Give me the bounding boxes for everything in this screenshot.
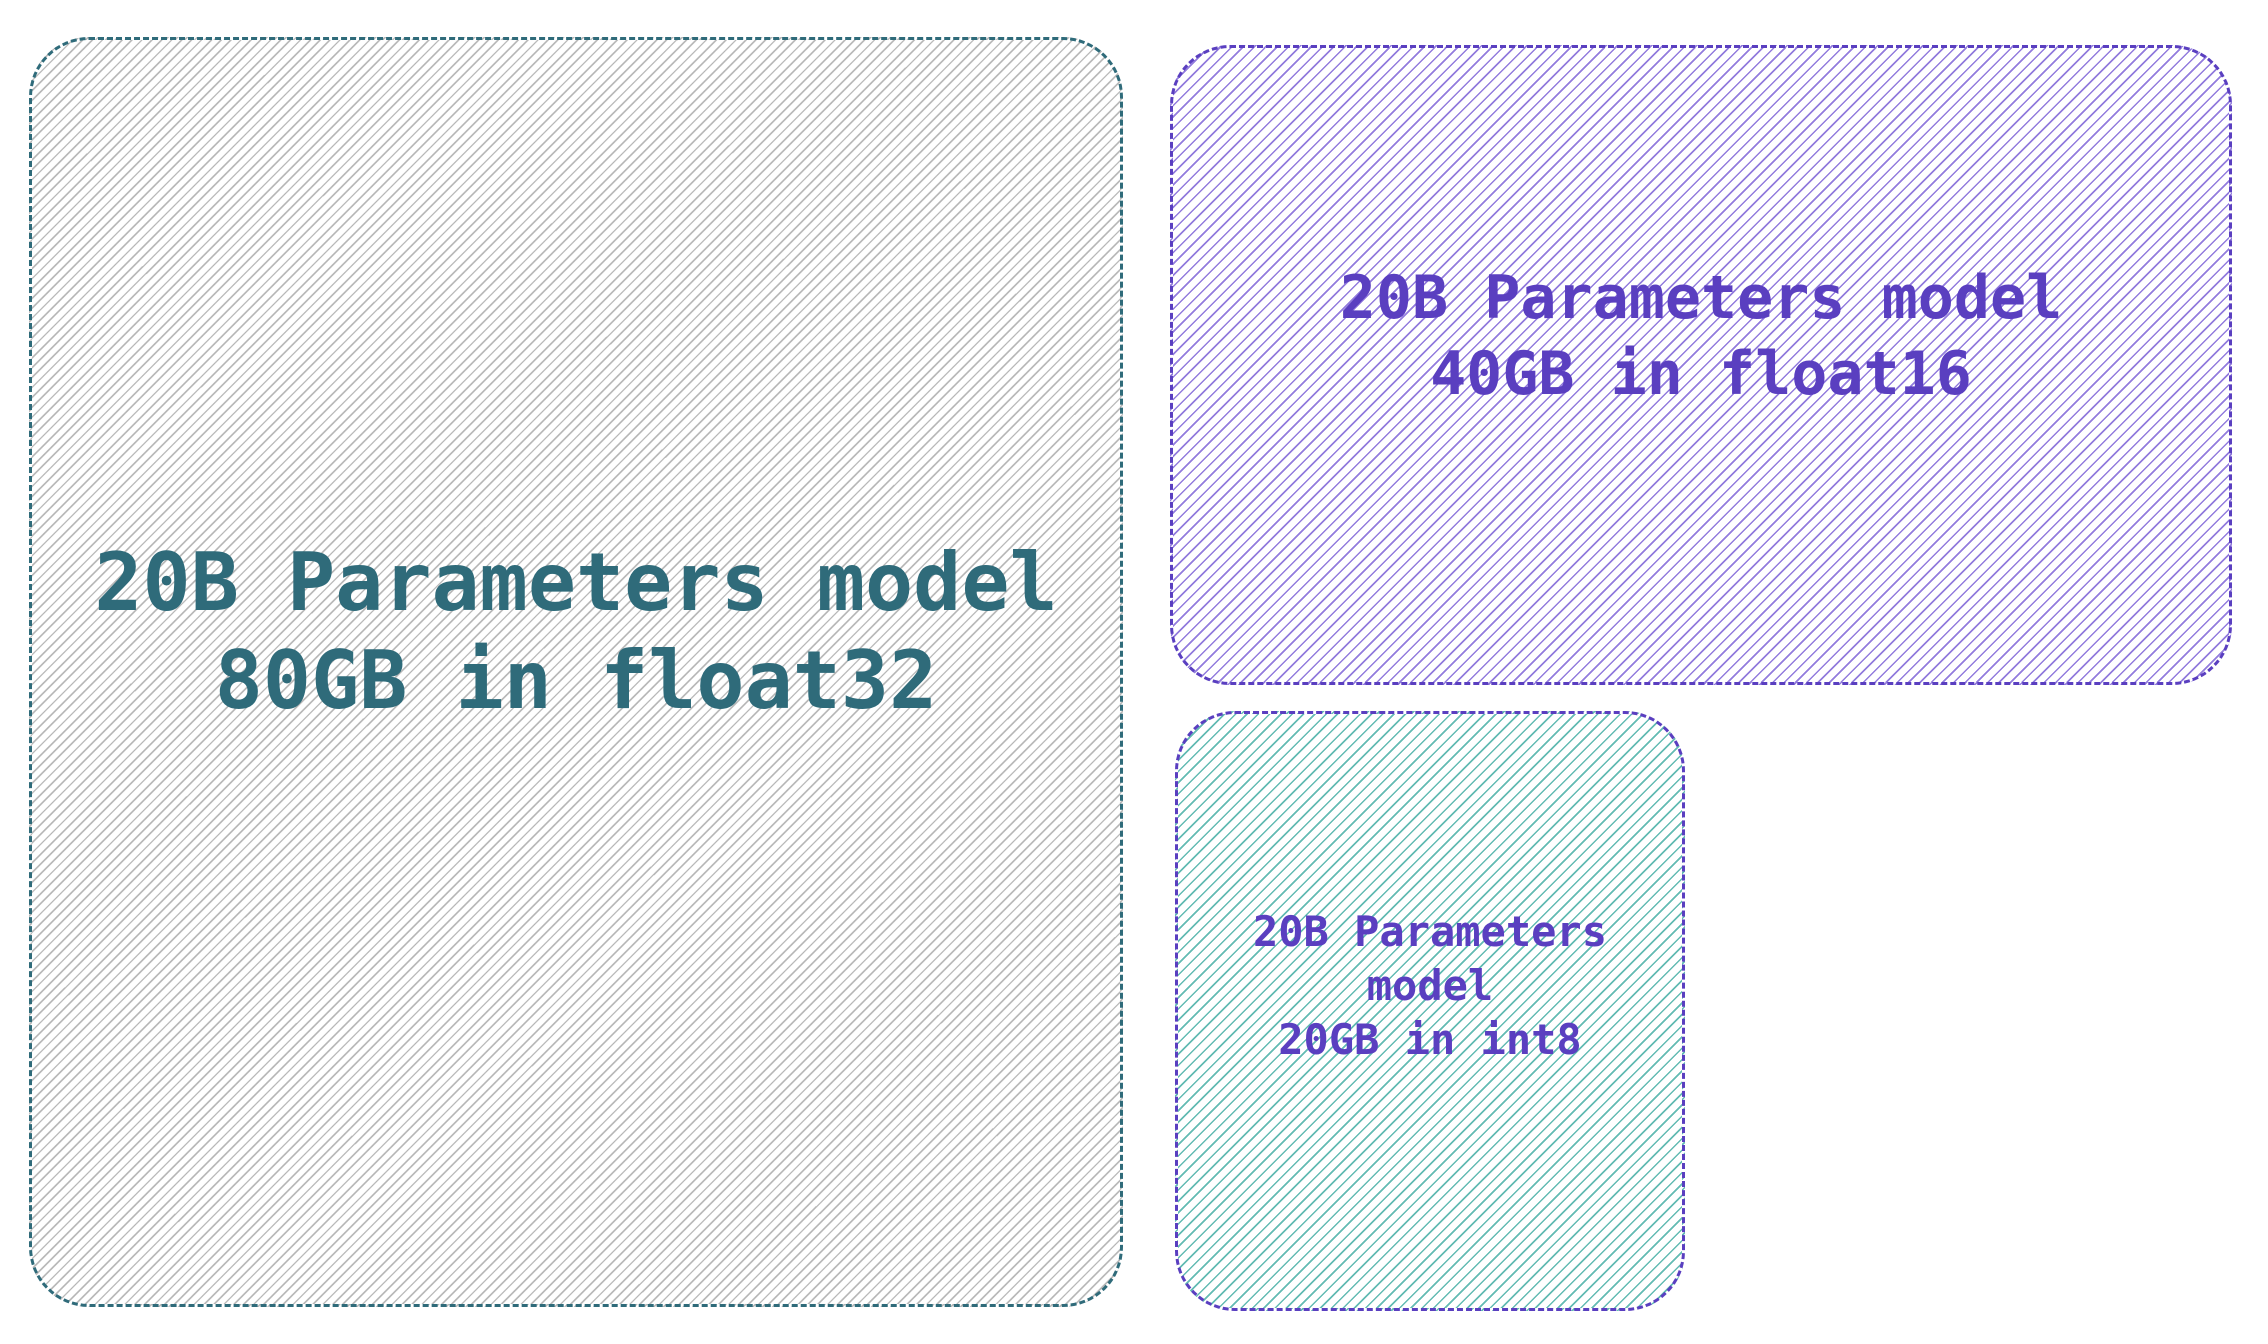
int8-model-box: 20B Parameters model 20GB in int8 <box>1175 711 1685 1311</box>
float16-model-label: 20B Parameters model 40GB in float16 <box>1339 263 2063 409</box>
float32-model-label: 20B Parameters model 80GB in float32 <box>94 536 1058 727</box>
float32-model-box: 20B Parameters model 80GB in float32 <box>29 37 1123 1307</box>
float16-model-box: 20B Parameters model 40GB in float16 <box>1170 45 2232 685</box>
int8-model-label: 20B Parameters model 20GB in int8 <box>1252 907 1607 1064</box>
